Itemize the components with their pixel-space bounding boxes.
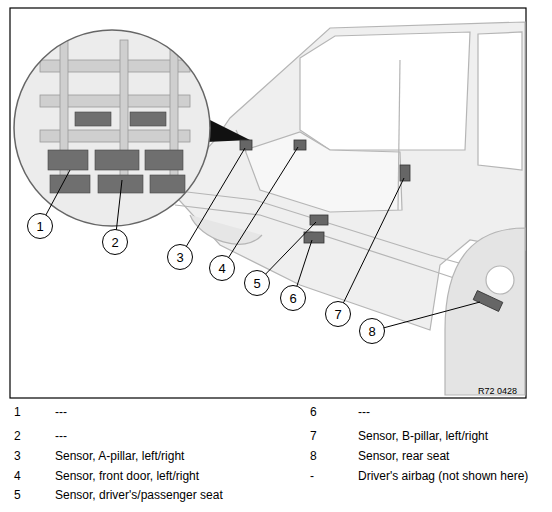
callout-circle: 1 [27, 213, 53, 239]
legend-text: Driver's airbag (not shown here) [358, 469, 528, 483]
legend-text: 8 [310, 449, 317, 463]
legend-text: 1 [14, 405, 21, 419]
sensor-marks [240, 140, 503, 311]
legend-text: Sensor, A-pillar, left/right [55, 449, 184, 463]
legend-text: 6 [310, 405, 317, 419]
legend-text: 5 [14, 488, 21, 502]
callout-circle: 3 [167, 244, 193, 270]
callout-number: 3 [176, 251, 183, 264]
legend-text: --- [55, 429, 67, 443]
legend-text: 4 [14, 469, 21, 483]
callout-number: 1 [36, 220, 43, 233]
legend-text: 3 [14, 449, 21, 463]
callout-circle: 4 [209, 255, 235, 281]
callout-number: 2 [111, 236, 118, 249]
legend-text: Sensor, front door, left/right [55, 469, 199, 483]
leader-lines [40, 147, 480, 331]
legend-text: - [310, 469, 314, 483]
figure-code: R72 0428 [478, 386, 517, 397]
callout-circle: 7 [325, 301, 351, 327]
callout-circle: 2 [102, 229, 128, 255]
legend-text: --- [358, 405, 370, 419]
legend-text: --- [55, 405, 67, 419]
callout-number: 7 [334, 308, 341, 321]
legend-text: Sensor, B-pillar, left/right [358, 429, 488, 443]
legend-text: Sensor, driver's/passenger seat [55, 488, 223, 502]
callout-number: 5 [253, 277, 260, 290]
callout-circle: 6 [280, 285, 306, 311]
legend-text: Sensor, rear seat [358, 449, 449, 463]
inset-detail [14, 30, 210, 226]
callout-number: 6 [289, 292, 296, 305]
callout-circle: 5 [244, 270, 270, 296]
callout-number: 8 [368, 325, 375, 338]
body-shell [170, 22, 525, 395]
legend-text: 7 [310, 429, 317, 443]
callout-circle: 8 [359, 318, 385, 344]
inset-pointer [206, 118, 250, 142]
callout-number: 4 [218, 262, 225, 275]
legend-text: 2 [14, 429, 21, 443]
frame [10, 8, 526, 398]
